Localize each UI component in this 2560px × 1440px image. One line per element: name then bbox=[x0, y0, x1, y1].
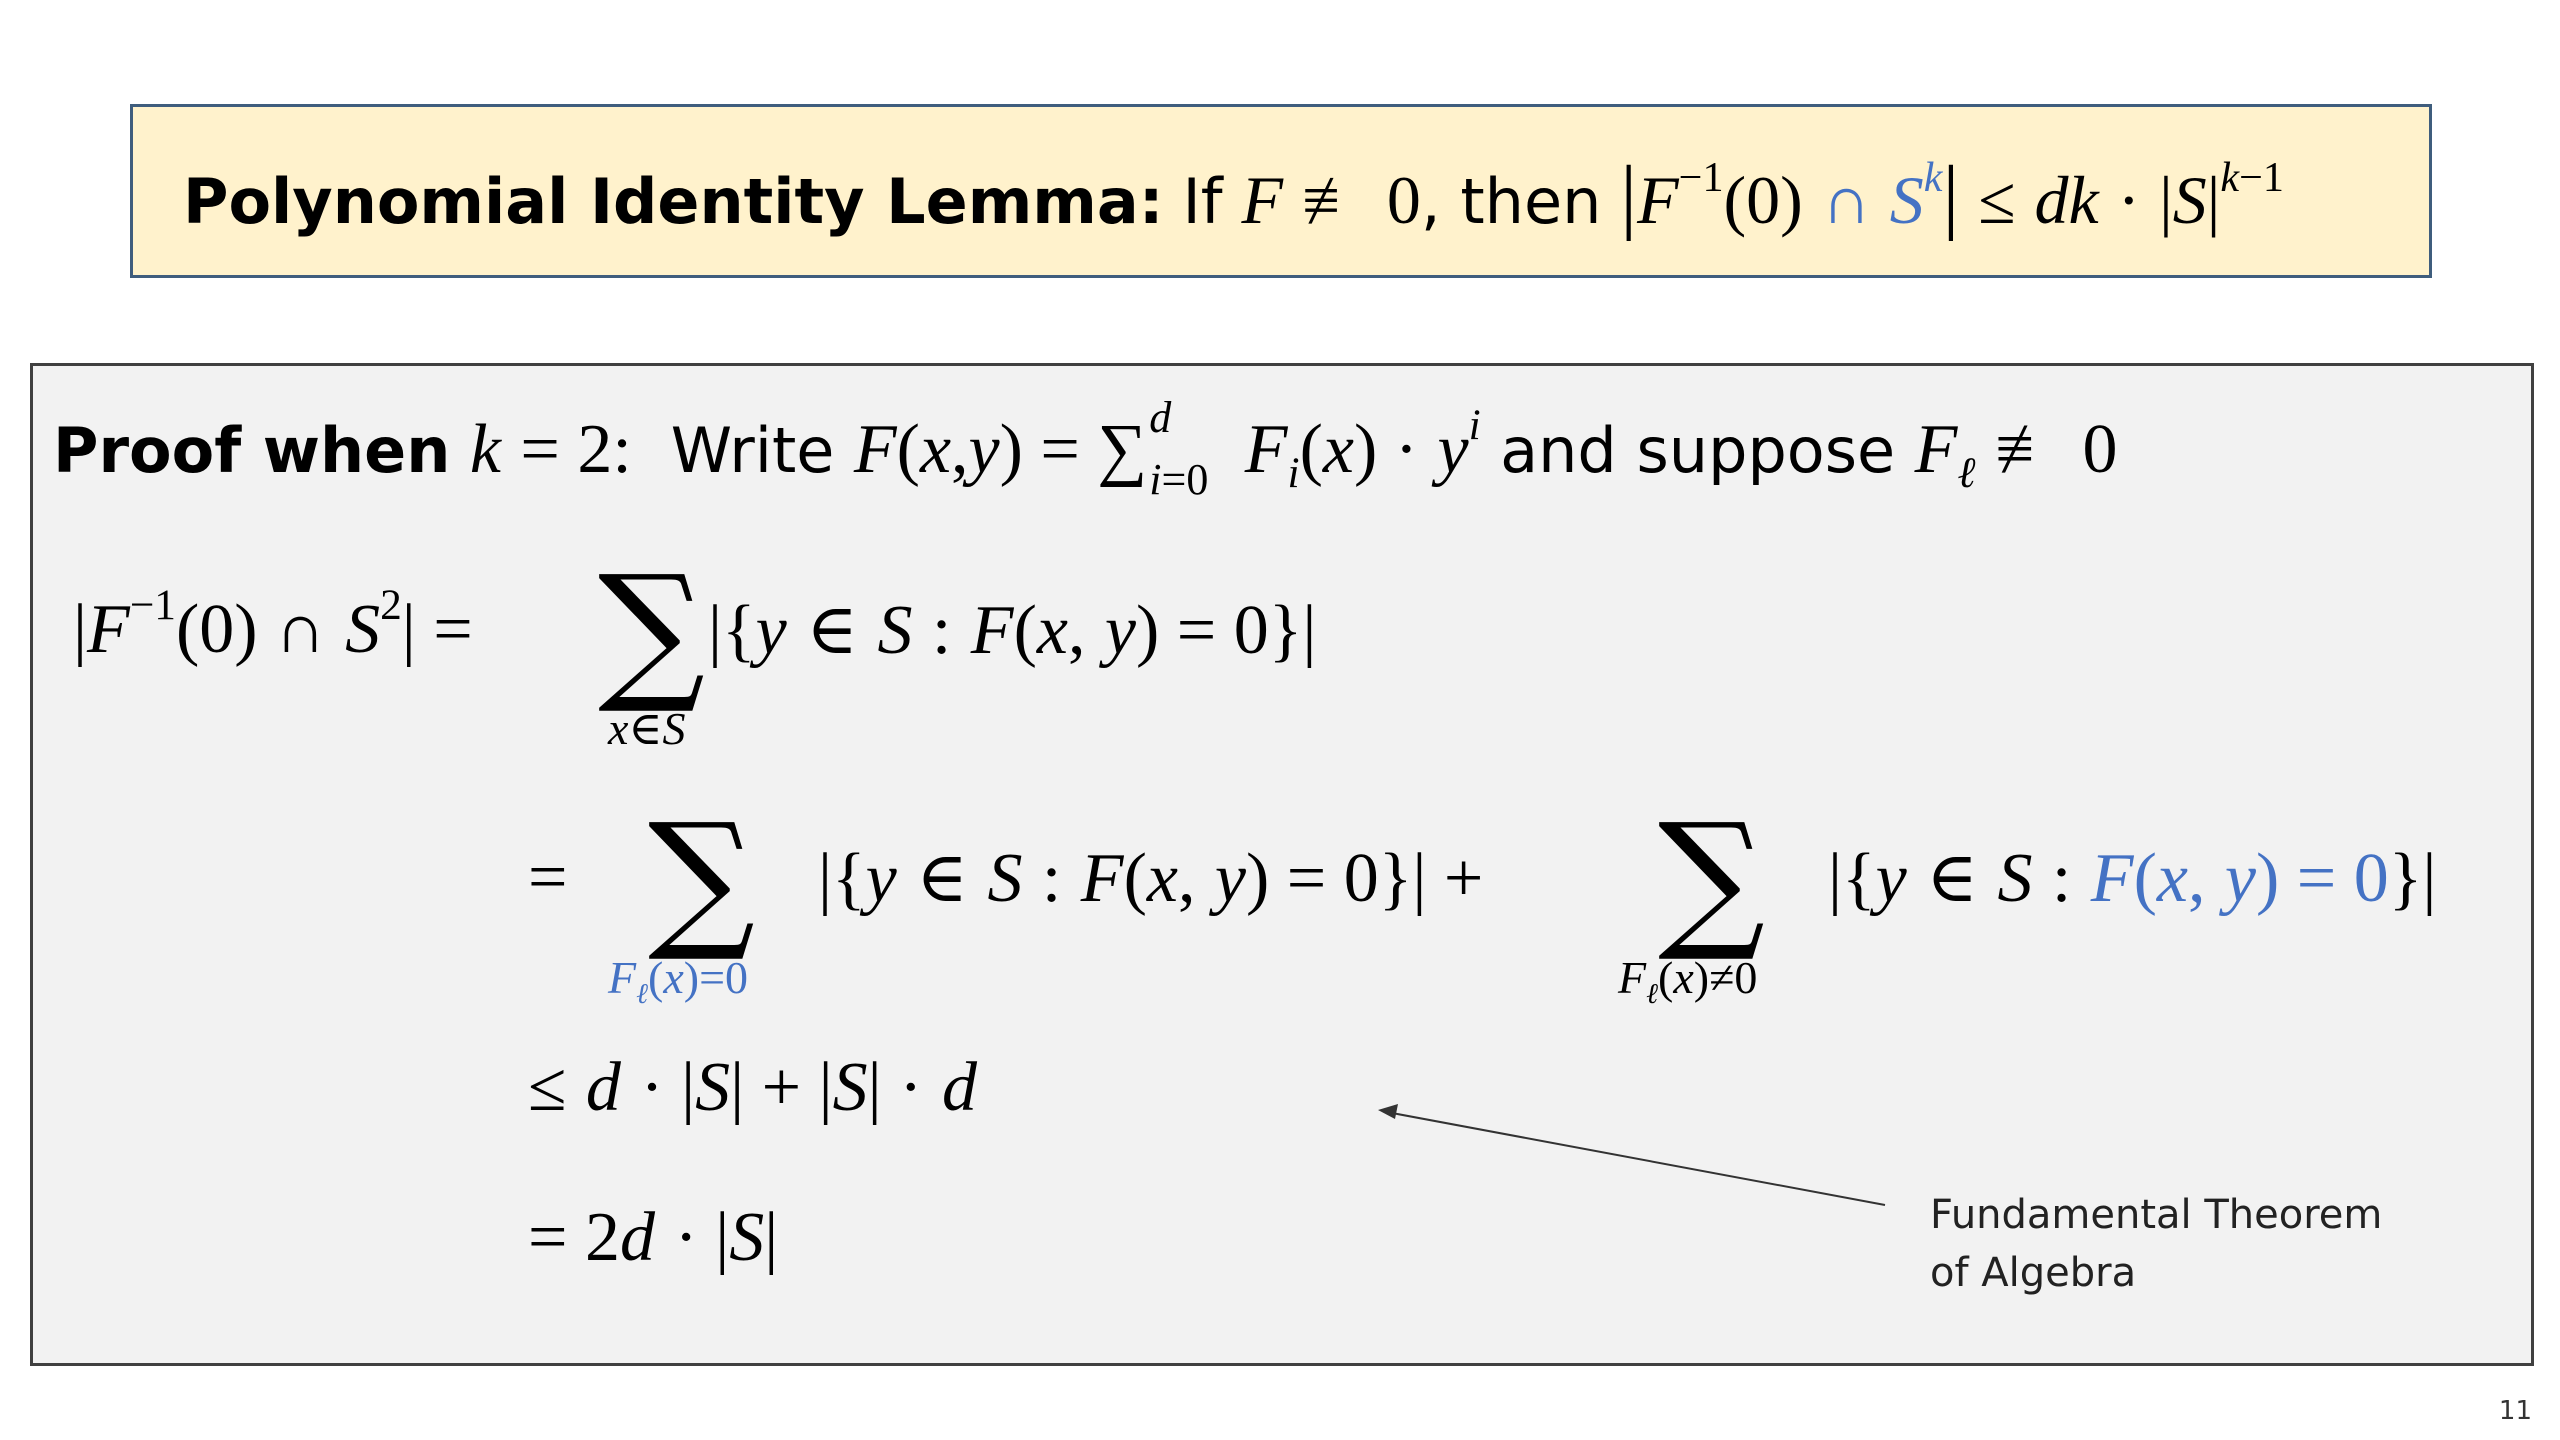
eq-line-1-rhs: |{y ∈ S : F(x, y) = 0}| bbox=[708, 592, 1317, 669]
annotation-line-2: of Algebra bbox=[1930, 1250, 2137, 1296]
lemma-formula-bound: |F−1(0) ∩ Sk| ≤ dk · |S|k−1 bbox=[1620, 149, 2284, 242]
proof-title: Proof when bbox=[53, 414, 451, 487]
eq-line-3: ≤ d · |S| + |S| · d bbox=[528, 1049, 977, 1126]
lemma-then: , then bbox=[1420, 165, 1602, 238]
sum-symbol-3: ∑ bbox=[1658, 792, 1766, 966]
slide-number: 11 bbox=[2498, 1396, 2532, 1426]
lemma-formula-hyp: F ≢ 0 bbox=[1241, 162, 1421, 238]
sum-symbol-2: ∑ bbox=[648, 792, 756, 966]
sum-limit-2: Fℓ(x)=0 bbox=[608, 952, 749, 1010]
sum-limit-3: Fℓ(x)≠0 bbox=[1618, 952, 1758, 1010]
eq-line-2-eq: = bbox=[528, 839, 568, 916]
eq-line-1-lhs: |F−1(0) ∩ S2| = bbox=[73, 581, 473, 668]
sum-symbol-1: ∑ bbox=[598, 544, 706, 718]
annotation-text: Fundamental Theorem of Algebra bbox=[1930, 1186, 2382, 1302]
proof-write: Write bbox=[670, 414, 835, 487]
annotation-line-1: Fundamental Theorem bbox=[1930, 1192, 2383, 1238]
eq-line-4: = 2d · |S| bbox=[528, 1199, 779, 1276]
proof-and-suppose: and suppose bbox=[1500, 414, 1896, 487]
lemma-box: Polynomial Identity Lemma: If F ≢ 0, the… bbox=[130, 104, 2432, 278]
lemma-if: If bbox=[1182, 165, 1223, 238]
lemma-statement: Polynomial Identity Lemma: If F ≢ 0, the… bbox=[183, 147, 2284, 244]
proof-assumption: Fℓ ≢ 0 bbox=[1914, 411, 2118, 498]
eq-line-2-term-2: |{y ∈ S : F(x, y) = 0}| bbox=[1828, 840, 2437, 917]
sum-limit-1: x∈S bbox=[608, 703, 686, 754]
lemma-title: Polynomial Identity Lemma: bbox=[183, 165, 1164, 238]
proof-k-value: = 2: bbox=[520, 411, 632, 488]
eq-line-2-term-1: |{y ∈ S : F(x, y) = 0}| + bbox=[818, 840, 1484, 917]
